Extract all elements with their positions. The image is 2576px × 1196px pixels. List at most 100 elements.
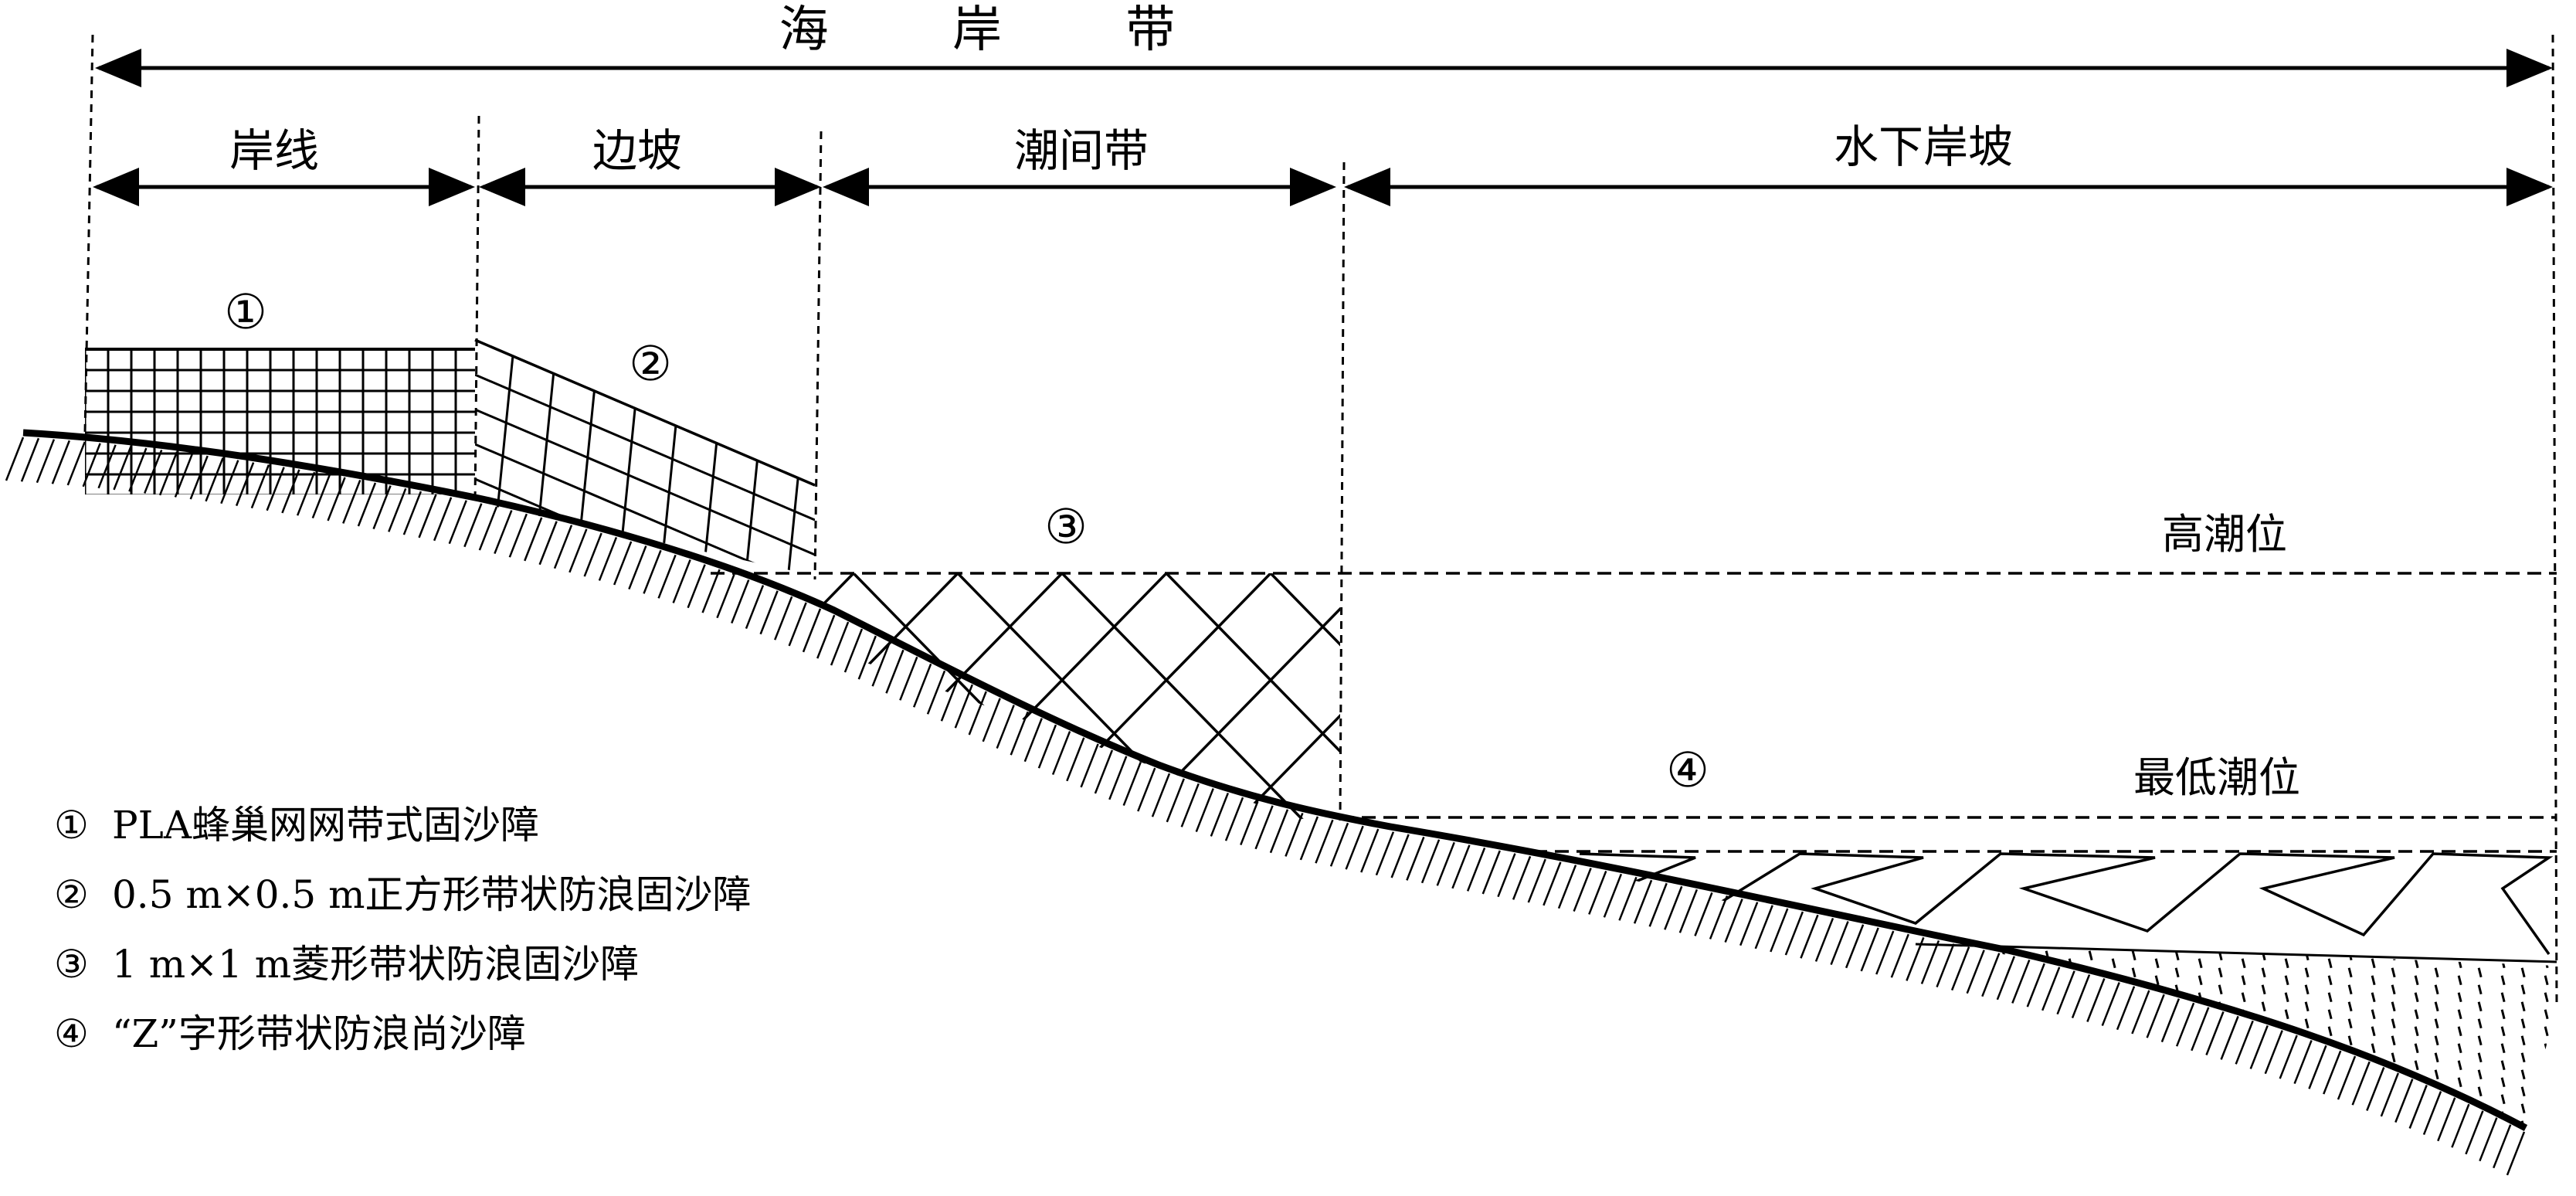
ground-hatch-stroke <box>113 446 132 491</box>
sediment-dash <box>1981 1060 1987 1071</box>
ground-hatch-stroke <box>189 455 209 500</box>
ground-hatch-stroke <box>1754 905 1773 950</box>
ground-hatch-stroke <box>1906 936 1925 981</box>
sediment-dash <box>2434 1001 2439 1012</box>
sediment-dash <box>2500 1026 2506 1037</box>
ground-hatch-stroke <box>2493 1124 2512 1169</box>
ground-hatch-stroke <box>899 656 918 701</box>
ground-hatch-stroke <box>968 691 987 736</box>
ground-hatch-stroke <box>327 477 346 522</box>
ground-hatch-stroke <box>2337 1055 2357 1100</box>
sediment-dash <box>1915 1120 1920 1128</box>
sediment-dash <box>2026 1129 2028 1138</box>
sediment-dash <box>2477 1069 2483 1080</box>
ground-hatch-stroke <box>494 510 513 555</box>
ground-hatch-stroke <box>1800 914 1819 959</box>
sediment-dash <box>2327 975 2333 986</box>
sediment-dash <box>2241 1077 2246 1088</box>
sediment-dash <box>2154 1060 2160 1071</box>
sediment-dash <box>2457 1060 2462 1071</box>
sediment-dash <box>2068 1077 2073 1088</box>
ground-hatch-stroke <box>2323 1050 2342 1095</box>
sediment-dash <box>2241 1111 2246 1122</box>
sediment-dash <box>2415 1146 2418 1155</box>
ground-hatch-stroke <box>2191 1007 2210 1052</box>
sediment-dash <box>2218 967 2223 978</box>
sediment-dash <box>2477 1052 2483 1063</box>
ground-hatch-stroke <box>2408 1085 2428 1129</box>
sediment-dash <box>2154 975 2160 986</box>
sediment-dash <box>2347 1001 2353 1012</box>
ground-hatch-stroke <box>745 585 765 630</box>
sediment-dash <box>2434 1035 2439 1046</box>
ground-hatch-stroke <box>2293 1040 2313 1085</box>
ground-hatch-stroke <box>1451 844 1471 889</box>
grid-2-diagonal <box>475 618 815 763</box>
sediment-dash <box>2520 984 2526 995</box>
sediment-dash <box>2371 958 2376 969</box>
sediment-dash <box>2434 1069 2439 1080</box>
sediment-dash <box>2284 958 2289 969</box>
sediment-dash <box>2372 1129 2374 1138</box>
ground-hatch-stroke <box>357 482 377 527</box>
grid-2-vertical <box>528 340 562 576</box>
sediment-dash <box>1983 1129 1985 1138</box>
sediment-dash <box>2261 984 2266 995</box>
sediment-dash <box>2001 1120 2007 1128</box>
sediment-dash <box>2045 967 2050 978</box>
ground-hatch-stroke <box>1664 885 1683 930</box>
ground-hatch-stroke <box>1345 825 1364 870</box>
sediment-dash <box>2068 1094 2073 1105</box>
sediment-dash <box>2154 1043 2160 1054</box>
sediment-dash <box>1915 1086 1920 1097</box>
sediment-dash <box>2045 1120 2050 1128</box>
sediment-dash <box>2024 975 2030 986</box>
sediment-dash <box>2131 1086 2136 1097</box>
ground-hatch-stroke <box>553 525 573 569</box>
sediment-dash <box>2068 992 2073 1003</box>
sediment-dash <box>2261 1052 2266 1063</box>
ground-hatch-stroke <box>1709 895 1729 939</box>
ground-hatch-stroke <box>940 677 960 722</box>
sediment-dash <box>2024 1060 2030 1071</box>
sediment-dash <box>2088 1035 2093 1046</box>
sediment-dash <box>2089 1138 2092 1147</box>
ground-hatch-stroke <box>1108 756 1128 800</box>
sediment-dash <box>2174 967 2180 978</box>
ground-hatch-stroke <box>731 579 750 623</box>
sediment-dash <box>1938 1094 1943 1105</box>
sediment-dash <box>2544 1026 2549 1037</box>
sediment-dash <box>2477 984 2483 995</box>
sediment-dash <box>2371 1043 2376 1054</box>
sediment-dash <box>2111 958 2116 969</box>
ground-hatch-stroke <box>1360 828 1380 873</box>
sediment-dash <box>2457 1043 2462 1054</box>
sediment-dash <box>2111 1009 2116 1020</box>
sediment-dash <box>2024 1009 2030 1020</box>
sediment-dash <box>2024 1111 2030 1122</box>
ground-hatch-stroke <box>2279 1035 2298 1079</box>
ground-hatch-stroke <box>235 462 255 507</box>
ground-hatch-stroke <box>66 441 86 486</box>
sediment-dash <box>2131 1001 2136 1012</box>
sediment-dash <box>2284 992 2289 1003</box>
ground-hatch-stroke <box>1573 868 1592 912</box>
sediment-dash <box>2111 1060 2116 1071</box>
sediment-dash <box>2198 1009 2203 1020</box>
sediment-dash <box>1958 1035 1963 1046</box>
marker-2: ② <box>629 335 672 392</box>
sediment-dash <box>2088 984 2093 995</box>
boundary-slope-intertidal <box>813 131 823 580</box>
ground-hatch-stroke <box>2131 990 2150 1035</box>
ground-hatch-stroke <box>716 574 735 619</box>
sediment-dash <box>1940 1129 1942 1138</box>
ground-hatch-stroke <box>388 488 407 532</box>
ground-hatch-stroke <box>830 621 850 666</box>
ground-hatch-stroke <box>1375 831 1395 876</box>
sediment-dash <box>2154 1094 2160 1105</box>
sediment-dash <box>2414 992 2419 1003</box>
sediment-dash <box>2500 975 2506 986</box>
sediment-dash <box>2174 1018 2180 1029</box>
barrier-2-top-edge <box>474 338 816 487</box>
legend-text-1: PLA蜂巢网网带式固沙障 <box>112 803 539 848</box>
